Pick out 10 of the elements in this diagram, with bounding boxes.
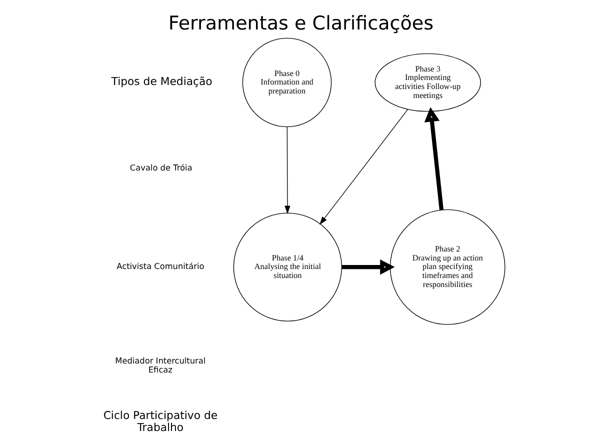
diagram-title: Ferramentas e Clarificações xyxy=(168,12,434,34)
label: Activista Comunitário xyxy=(116,260,204,271)
label: Cavalo de Tróia xyxy=(129,162,192,172)
label: Tipos de Mediação xyxy=(110,74,212,88)
label: Ciclo Participativo de Trabalho xyxy=(102,408,218,434)
arrow xyxy=(284,126,290,214)
arrow xyxy=(424,106,444,210)
label: Mediador Intercultural Eficaz xyxy=(114,355,206,374)
arrow xyxy=(319,108,408,224)
arrow xyxy=(341,258,394,274)
